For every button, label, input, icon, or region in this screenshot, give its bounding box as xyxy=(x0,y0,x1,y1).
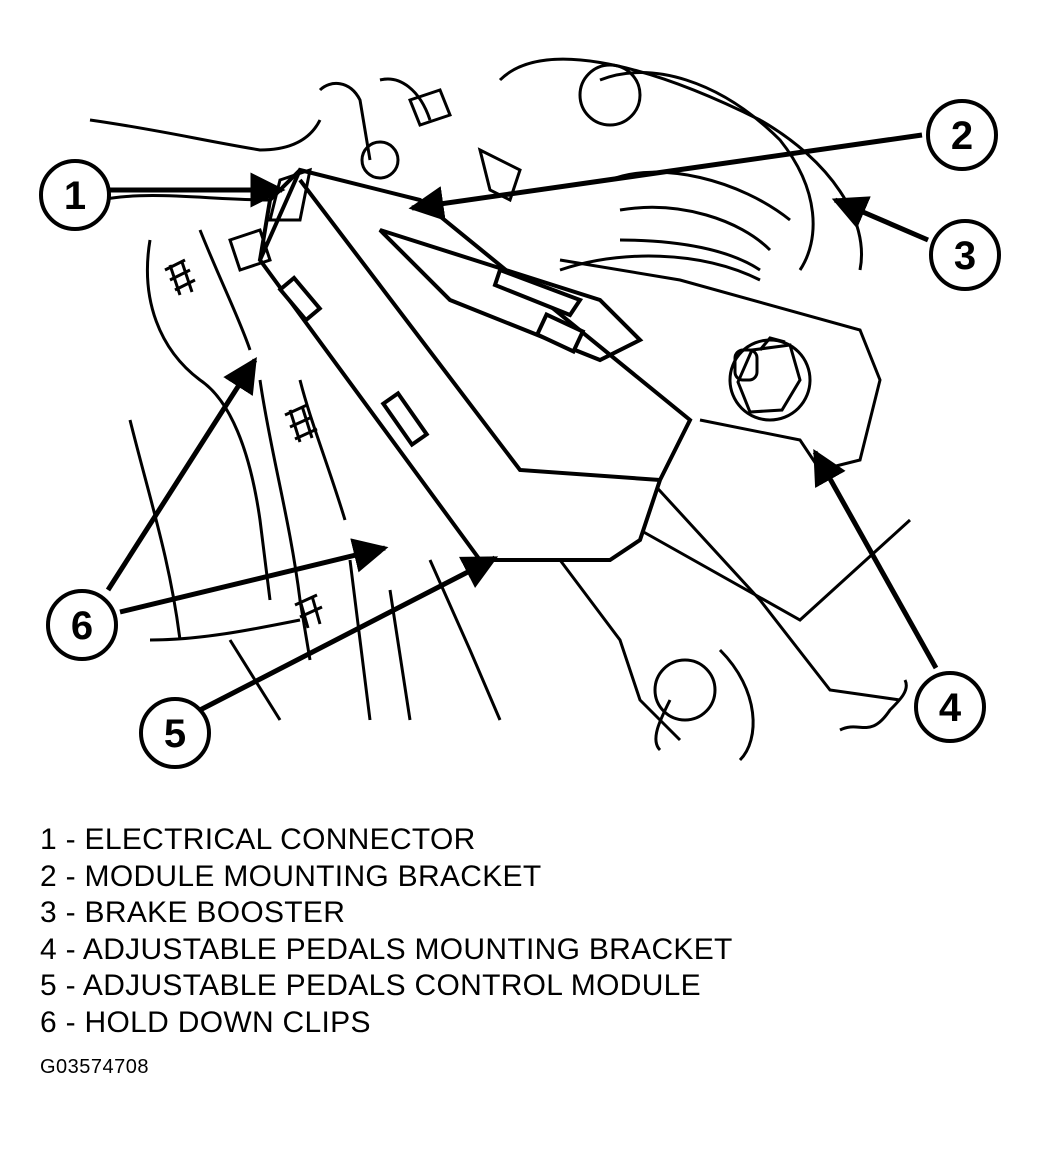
electrical-connector-drawing xyxy=(89,77,522,272)
mounting-bracket-drawing xyxy=(559,254,882,472)
callout-5: 5 xyxy=(139,697,211,769)
callout-4: 4 xyxy=(914,671,986,743)
legend-item-4: 4 - ADJUSTABLE PEDALS MOUNTING BRACKET xyxy=(40,932,733,966)
callout-legend: 1 - ELECTRICAL CONNECTOR 2 - MODULE MOUN… xyxy=(40,822,733,1041)
control-module-drawing xyxy=(257,167,693,562)
leader-arrow-6a xyxy=(105,357,258,592)
legend-item-1: 1 - ELECTRICAL CONNECTOR xyxy=(40,823,476,856)
figure-code: G03574708 xyxy=(40,1056,150,1078)
legend-item-2: 2 - MODULE MOUNTING BRACKET xyxy=(40,859,542,893)
leader-arrow-5 xyxy=(198,555,499,713)
leader-arrow-3 xyxy=(831,196,929,243)
component-illustration: 1 2 3 4 5 6 xyxy=(39,57,1001,769)
callout-1: 1 xyxy=(39,159,111,231)
callout-number-2: 2 xyxy=(951,114,973,158)
callout-number-4: 4 xyxy=(939,686,962,730)
callout-2: 2 xyxy=(926,99,998,171)
callout-number-1: 1 xyxy=(64,174,86,218)
legend-item-6: 6 - HOLD DOWN CLIPS xyxy=(40,1005,371,1039)
callout-number-3: 3 xyxy=(954,234,976,278)
callout-3: 3 xyxy=(929,219,1001,291)
callout-number-6: 6 xyxy=(71,604,93,648)
callout-number-5: 5 xyxy=(164,712,186,756)
leader-arrow-4 xyxy=(812,448,939,670)
brake-booster-drawing xyxy=(498,57,863,272)
leader-arrow-2 xyxy=(408,132,923,221)
legend-item-3: 3 - BRAKE BOOSTER xyxy=(40,896,346,929)
callout-6: 6 xyxy=(46,589,118,661)
legend-item-5: 5 - ADJUSTABLE PEDALS CONTROL MODULE xyxy=(40,969,701,1002)
leader-arrow-6b xyxy=(119,538,389,615)
leader-arrows xyxy=(105,132,939,713)
